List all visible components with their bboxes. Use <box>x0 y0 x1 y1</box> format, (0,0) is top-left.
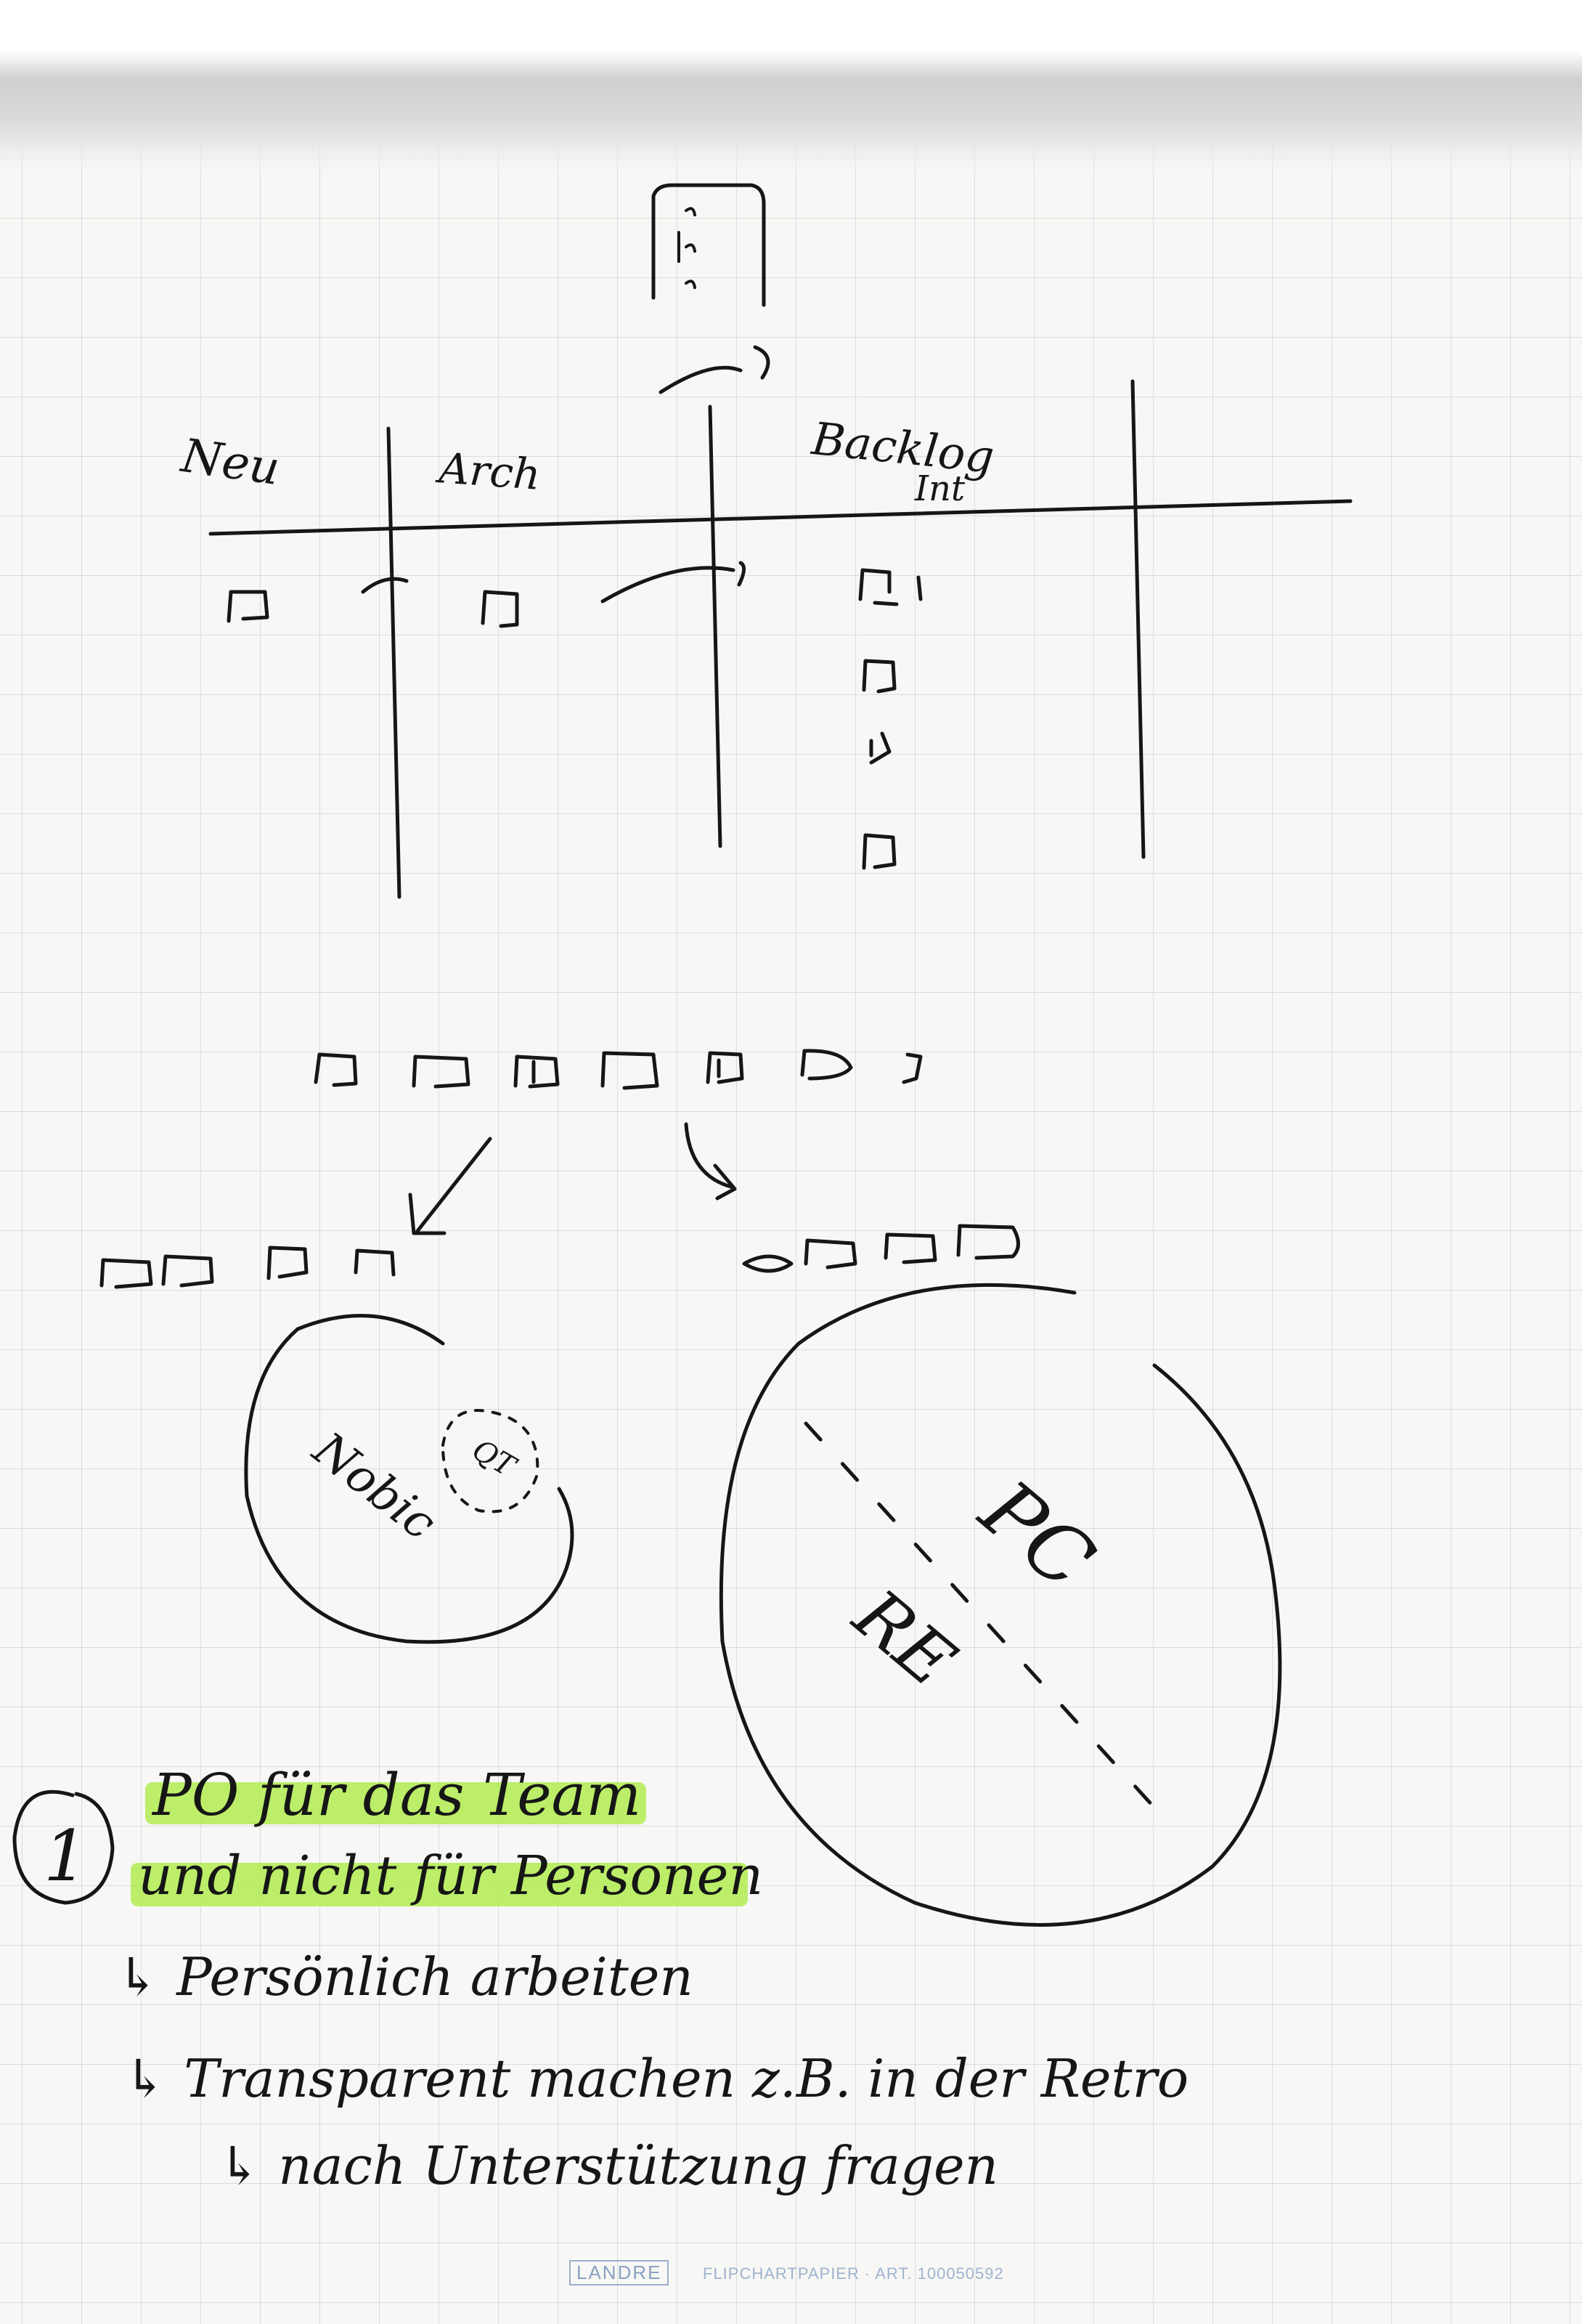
note-line4: ↳ Transparent machen z.B. in der Retro <box>123 2048 1189 2109</box>
right-circle-sketch <box>719 1283 1282 1927</box>
column-title-2: Arch <box>437 443 542 500</box>
number-circle <box>12 1789 115 1905</box>
left-circle-sketch <box>244 1314 574 1644</box>
paper-brand-logo: LANDRE <box>569 2260 669 2286</box>
note-number: 1 <box>44 1816 89 1897</box>
left-group-cards <box>99 1246 396 1289</box>
column-title-backlog-line2: Int <box>915 468 966 509</box>
right-group-cards <box>742 1224 1020 1273</box>
note-line5: ↳ nach Unterstützung fragen <box>218 2135 999 2196</box>
paper-fold-shadow <box>0 0 1582 174</box>
highlight-line1 <box>145 1782 646 1824</box>
note-line1: PO für das Team <box>152 1761 642 1829</box>
top-card-sketch <box>651 183 770 394</box>
highlight-line2 <box>131 1863 748 1906</box>
kanban-board-sketch <box>208 379 1353 899</box>
paper-article-text: FLIPCHARTPAPIER · ART. 100050592 <box>703 2264 1004 2283</box>
board-cards <box>227 568 923 870</box>
card-row-sketch <box>314 1049 923 1235</box>
note-line3: ↳ Persönlich arbeiten <box>116 1946 693 2007</box>
note-line2: und nicht für Personen <box>138 1845 764 1907</box>
